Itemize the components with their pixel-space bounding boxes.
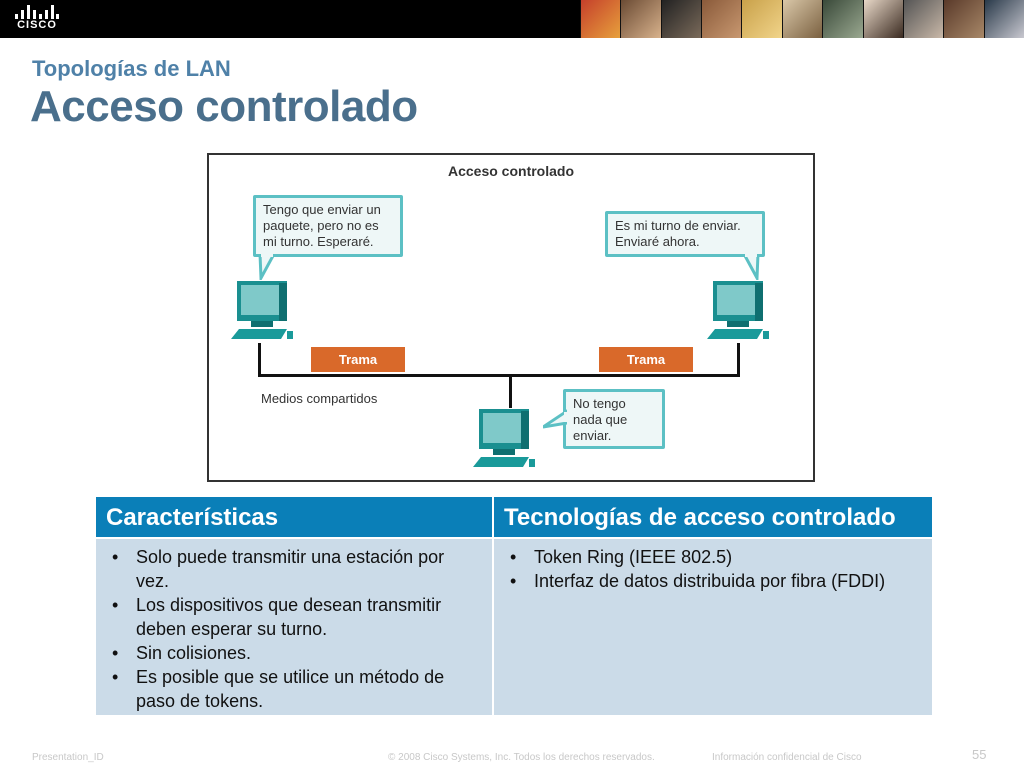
- footer-presentation-id: Presentation_ID: [32, 752, 104, 763]
- list-item: Token Ring (IEEE 802.5): [504, 545, 922, 569]
- bubble-right-tail: [742, 254, 760, 280]
- cisco-logo-bars: [15, 5, 59, 19]
- table-cell-characteristics: Solo puede transmitir una estación por v…: [96, 539, 492, 715]
- list-item: Solo puede transmitir una estación por v…: [106, 545, 482, 593]
- bubble-bottom-tail: [543, 409, 567, 429]
- bubble-left-line-3: mi turno. Esperaré.: [263, 234, 374, 249]
- shared-media-bus: [258, 374, 740, 377]
- top-banner: CISCO: [0, 0, 1024, 38]
- list-item: Sin colisiones.: [106, 641, 482, 665]
- controlled-access-diagram: Acceso controlado Trama Trama Medios com…: [207, 153, 815, 482]
- footer-confidential: Información confidencial de Cisco: [712, 752, 862, 763]
- footer-copyright: © 2008 Cisco Systems, Inc. Todos los der…: [388, 752, 655, 763]
- table-header-technologies: Tecnologías de acceso controlado: [494, 497, 932, 537]
- center-drop-wire: [509, 374, 512, 408]
- computer-icon: [707, 281, 769, 339]
- list-item: Es posible que se utilice un método de p…: [106, 665, 482, 713]
- bubble-bottom-line-3: enviar.: [573, 428, 612, 443]
- bubble-left-tail: [258, 254, 276, 280]
- speech-bubble-right: Es mi turno de enviar. Enviaré ahora.: [605, 211, 765, 257]
- bubble-bottom-line-2: nada que: [573, 412, 628, 427]
- shared-media-label: Medios compartidos: [261, 391, 378, 406]
- bubble-right-line-2: Enviaré ahora.: [615, 234, 700, 249]
- bubble-right-line-1: Es mi turno de enviar.: [615, 218, 741, 233]
- technologies-list: Token Ring (IEEE 802.5) Interfaz de dato…: [504, 545, 922, 593]
- slide-title: Acceso controlado: [30, 82, 418, 131]
- bubble-left-line-1: Tengo que enviar un: [263, 202, 381, 217]
- cisco-logo-icon: CISCO: [14, 5, 60, 33]
- list-item: Interfaz de datos distribuida por fibra …: [504, 569, 922, 593]
- frame-left-label: Trama: [311, 347, 405, 372]
- bubble-bottom-line-1: No tengo: [573, 396, 626, 411]
- speech-bubble-bottom: No tengo nada que enviar.: [563, 389, 665, 449]
- characteristics-list: Solo puede transmitir una estación por v…: [106, 545, 482, 713]
- bubble-left-line-2: paquete, pero no es: [263, 218, 379, 233]
- right-drop-wire: [737, 343, 740, 377]
- header-photo-strip: [580, 0, 1024, 38]
- speech-bubble-left: Tengo que enviar un paquete, pero no es …: [253, 195, 403, 257]
- frame-right-label: Trama: [599, 347, 693, 372]
- slide-subtitle: Topologías de LAN: [32, 56, 231, 81]
- list-item: Los dispositivos que desean transmitir d…: [106, 593, 482, 641]
- left-drop-wire: [258, 343, 261, 377]
- page-number: 55: [972, 747, 987, 762]
- computer-icon: [473, 409, 535, 467]
- characteristics-table: Características Tecnologías de acceso co…: [96, 497, 932, 715]
- computer-icon: [231, 281, 293, 339]
- diagram-title: Acceso controlado: [447, 163, 575, 179]
- table-header-characteristics: Características: [96, 497, 492, 537]
- table-cell-technologies: Token Ring (IEEE 802.5) Interfaz de dato…: [494, 539, 932, 715]
- cisco-logo-text: CISCO: [17, 19, 57, 31]
